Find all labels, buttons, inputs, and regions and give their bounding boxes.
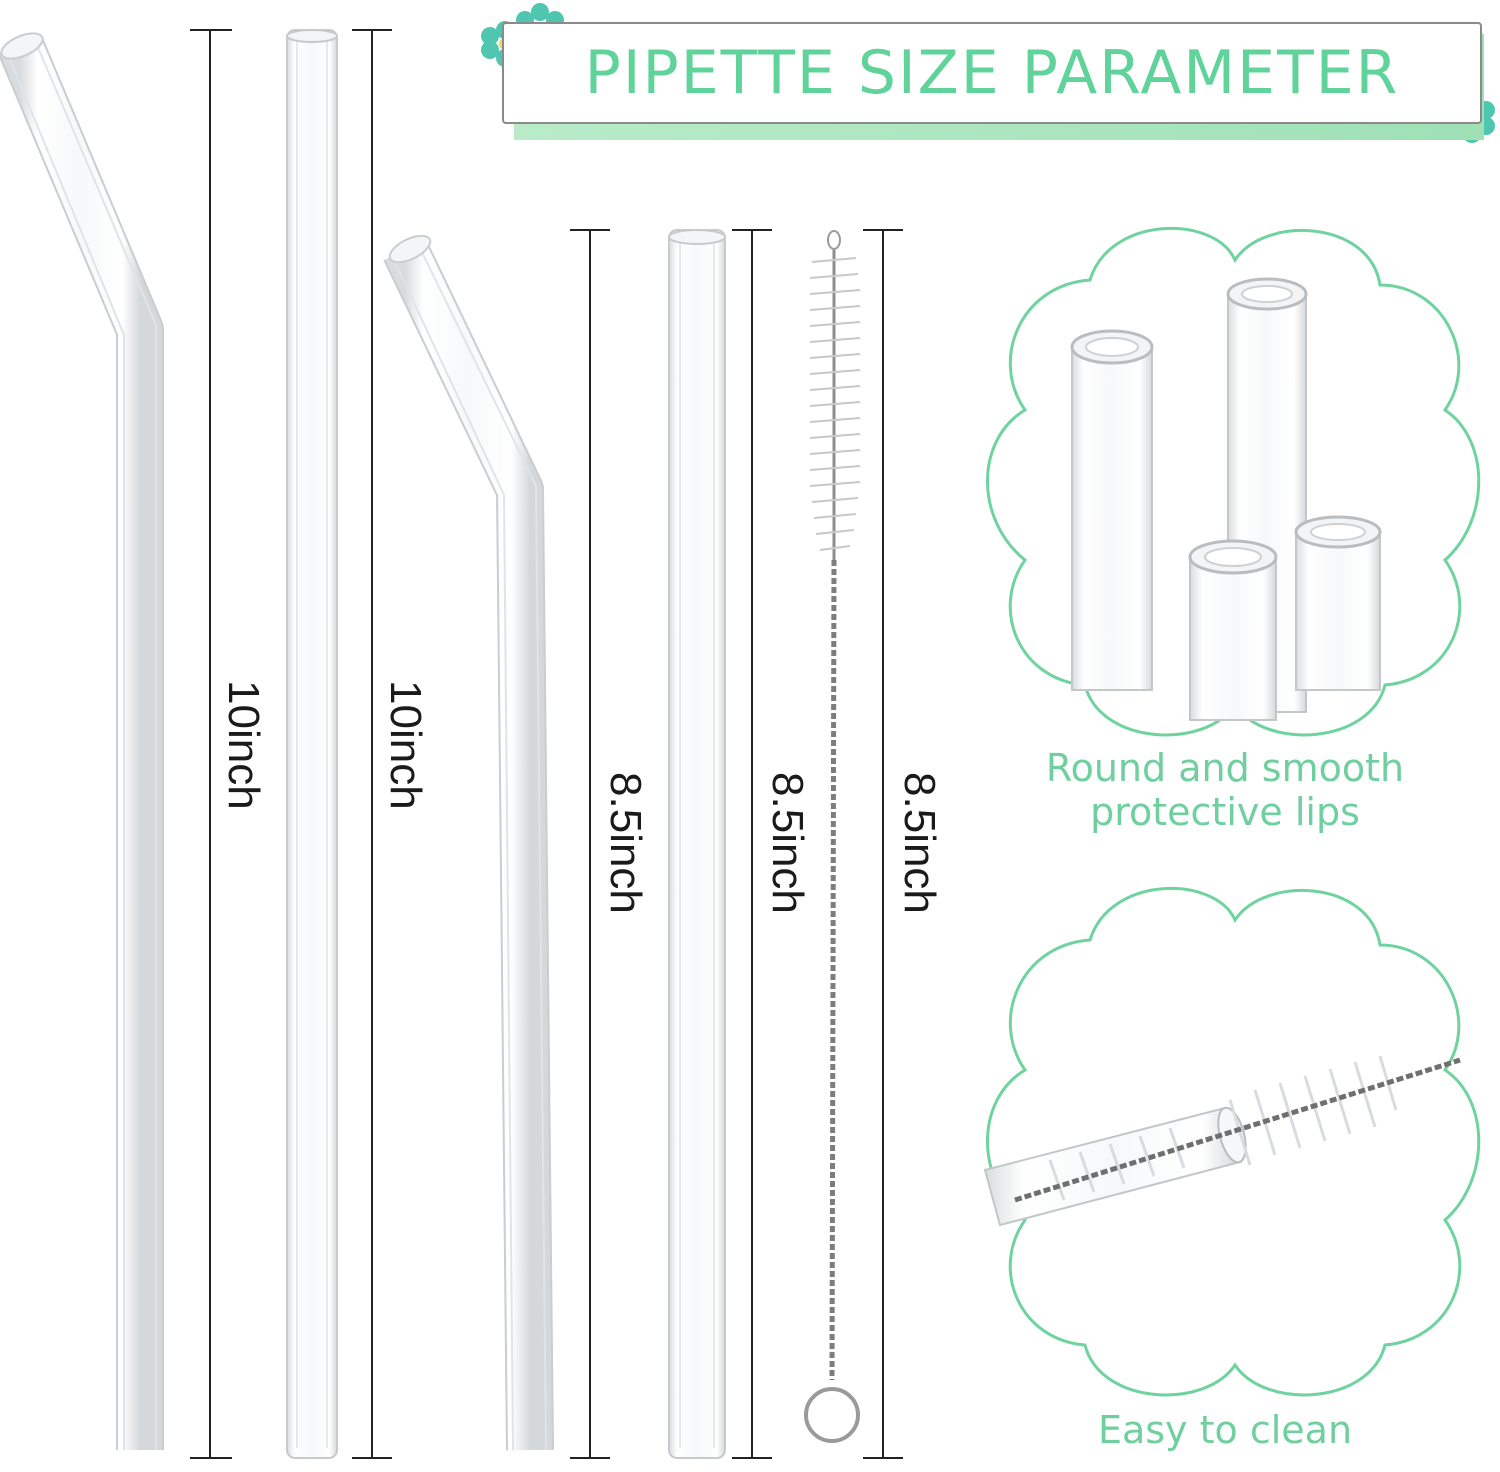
straight-straw-short (668, 229, 726, 1459)
title-banner: PIPETTE SIZE PARAMETER (502, 22, 1482, 124)
lips-caption-line-2: protective lips (1090, 790, 1360, 834)
cleaning-brush (804, 230, 861, 1443)
bent-straw-long (0, 32, 164, 1450)
bent-straw-short (383, 234, 554, 1451)
lips-caption-line-1: Round and smooth (1045, 746, 1405, 790)
lips-closeup-frame (986, 226, 1481, 737)
dimension-label-straight-short: 8.5inch (763, 772, 812, 914)
straw-tips-photo (1070, 277, 1382, 721)
cleaning-closeup-frame (983, 886, 1481, 1397)
dimension-label-brush: 8.5inch (895, 772, 944, 914)
brush-in-straw-photo (983, 1055, 1461, 1227)
dimension-lines (190, 29, 903, 1459)
dimension-label-bent-long: 10inch (219, 680, 268, 810)
lips-caption: Round and smooth protective lips (1020, 746, 1430, 834)
dimension-label-straight-long: 10inch (381, 680, 430, 810)
clean-caption: Easy to clean (1020, 1408, 1430, 1452)
page-title: PIPETTE SIZE PARAMETER (584, 38, 1400, 108)
clean-caption-line-1: Easy to clean (1097, 1408, 1353, 1452)
dimension-label-bent-short: 8.5inch (601, 772, 650, 914)
straight-straw-long (286, 29, 338, 1459)
